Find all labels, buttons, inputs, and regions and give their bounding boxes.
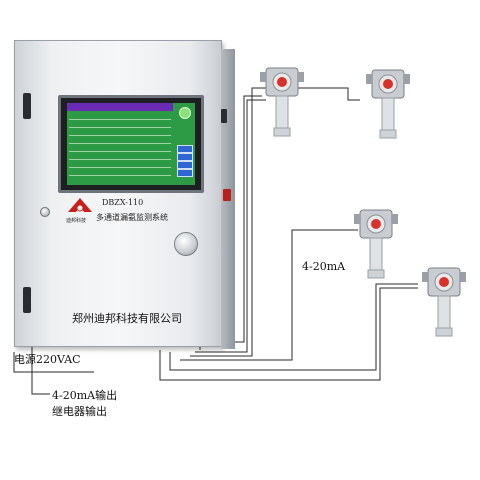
gas-detector-4 <box>422 267 466 337</box>
model-number: DBZX-110 <box>102 198 144 207</box>
signal-label: 4-20mA <box>302 260 346 273</box>
screen-button[interactable] <box>177 161 193 169</box>
wire-detector-2 <box>190 87 360 357</box>
hinge-bottom <box>23 287 31 313</box>
output-label-relay: 继电器输出 <box>52 405 107 418</box>
wire-output <box>31 345 50 395</box>
company-logo-icon <box>68 198 92 212</box>
hinge-top <box>23 93 31 119</box>
side-latch <box>221 109 227 123</box>
screen-side-panel <box>175 105 193 183</box>
screen-table-row <box>69 169 171 176</box>
screen-button[interactable] <box>177 169 193 177</box>
status-light-icon <box>439 277 449 287</box>
screen-table-row <box>69 113 171 120</box>
side-indicator <box>223 189 231 201</box>
gas-detector-3 <box>354 209 398 279</box>
screen-table-row <box>69 121 171 128</box>
status-light-icon <box>371 219 381 229</box>
screen-table-row <box>69 153 171 160</box>
gas-detector-2 <box>366 69 410 139</box>
wire-detector-3 <box>180 229 358 361</box>
company-name: 郑州迪邦科技有限公司 <box>72 312 182 325</box>
logo-text: 迪邦科技 <box>66 218 87 224</box>
monitor-cabinet <box>14 40 235 349</box>
screen-table-row <box>69 145 171 152</box>
indicator-led <box>40 207 50 217</box>
wire-power <box>13 352 94 373</box>
screen-table-row <box>69 129 171 136</box>
wire-detector-4 <box>159 287 418 381</box>
touch-screen[interactable] <box>58 95 204 193</box>
system-name: 多通道漏氨监测系统 <box>96 213 168 222</box>
screen-table-row <box>69 137 171 144</box>
power-label: 电源220VAC <box>14 353 81 366</box>
screen-table-header <box>67 103 173 111</box>
screen-table-row <box>69 161 171 168</box>
wire-detector-4b <box>169 283 418 371</box>
screen-button[interactable] <box>177 145 193 153</box>
key-lock-icon[interactable] <box>174 232 198 256</box>
screen-button[interactable] <box>177 153 193 161</box>
screen-display <box>67 103 195 185</box>
status-light-icon <box>383 79 393 89</box>
status-light-icon <box>277 77 287 87</box>
wire-detector-1b <box>195 99 266 353</box>
gas-detector-1 <box>260 67 304 137</box>
output-label-analog: 4-20mA输出 <box>52 389 118 402</box>
status-light-icon <box>179 107 191 119</box>
